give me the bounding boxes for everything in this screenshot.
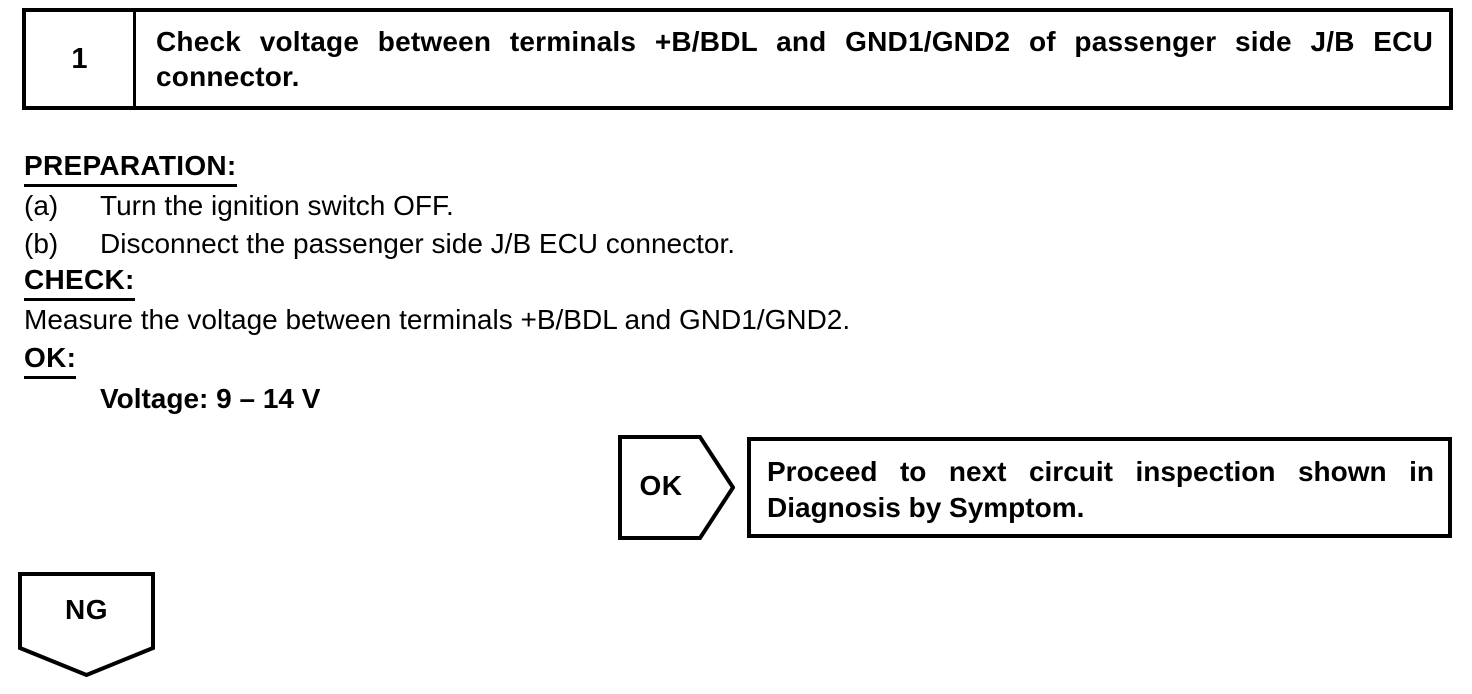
ok-label: OK:: [24, 342, 77, 379]
ok-spec-value: Voltage: 9 – 14 V: [100, 383, 321, 414]
preparation-heading: PREPARATION:: [24, 150, 237, 187]
step-header: 1 Check voltage between terminals +B/BDL…: [22, 8, 1453, 110]
ng-arrow-icon: [18, 572, 155, 677]
preparation-label: PREPARATION:: [24, 150, 237, 187]
procedure-step-a: (a) Turn the ignition switch OFF.: [24, 190, 454, 222]
ok-result-box: Proceed to next circuit inspection shown…: [747, 437, 1452, 538]
ok-connector-label: OK: [639, 469, 683, 501]
ok-arrow-icon: [618, 435, 735, 540]
step-text: Disconnect the passenger side J/B ECU co…: [100, 228, 736, 259]
step-text: Turn the ignition switch OFF.: [100, 190, 454, 221]
step-number: 1: [26, 12, 136, 106]
check-heading: CHECK:: [24, 264, 135, 301]
procedure-step-b: (b) Disconnect the passenger side J/B ECU…: [24, 228, 735, 260]
ng-connector-label: NG: [65, 594, 108, 625]
check-label: CHECK:: [24, 264, 135, 301]
check-instruction: Measure the voltage between terminals +B…: [24, 304, 851, 335]
step-marker: (a): [24, 190, 59, 221]
step-title: Check voltage between terminals +B/BDL a…: [156, 26, 1433, 92]
step-marker: (b): [24, 228, 59, 259]
ok-heading: OK:: [24, 342, 77, 379]
